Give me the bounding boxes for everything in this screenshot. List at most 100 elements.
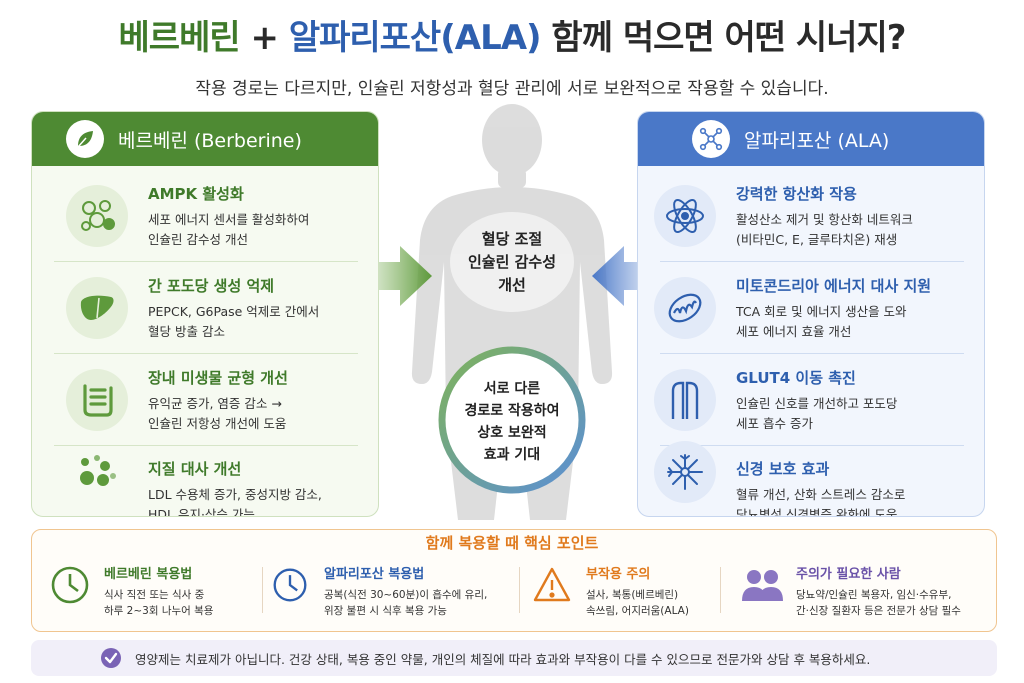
- item-desc-line: 인슐린 저항성 개선에 도움: [148, 415, 287, 431]
- mitochondria-icon: [654, 277, 716, 339]
- cell-title: 주의가 필요한 사람: [796, 567, 901, 582]
- item-title: 간 포도당 생성 억제: [148, 276, 275, 295]
- item-title: AMPK 활성화: [148, 184, 244, 203]
- ala-header-text: 알파리포산 (ALA): [744, 129, 890, 152]
- ring-line-3: 상호 보완적: [477, 425, 547, 441]
- lipid-icon: [66, 441, 128, 503]
- intestine-icon: [66, 369, 128, 431]
- title-plus: +: [239, 18, 289, 58]
- disclaimer-text: 영양제는 치료제가 아닙니다. 건강 상태, 복용 중인 약물, 개인의 체질에…: [135, 651, 871, 667]
- cell-desc-line: 속쓰림, 어지러움(ALA): [586, 605, 689, 617]
- cell-title: 베르베린 복용법: [104, 567, 193, 582]
- key-points-box: [31, 529, 997, 632]
- cell-desc-line: 식사 직전 또는 식사 중: [104, 589, 205, 601]
- center-line-3: 개선: [498, 276, 526, 294]
- berberine-panel: 베르베린 (Berberine) AMPK 활성화 세포 에너지 센서를 활성화…: [31, 111, 379, 517]
- cell-desc-line: 하루 2~3회 나누어 복용: [104, 605, 214, 617]
- berberine-panel-header: 베르베린 (Berberine): [32, 112, 378, 166]
- key-points-title: 함께 복용할 때 핵심 포인트: [425, 534, 599, 552]
- center-line-2: 인슐린 감수성: [467, 253, 557, 271]
- divider: [720, 567, 721, 613]
- center-line-1: 혈당 조절: [481, 230, 543, 248]
- item-desc-line: (비타민C, E, 글루타치온) 재생: [736, 231, 898, 247]
- item-title: 장내 미생물 균형 개선: [148, 368, 288, 387]
- item-desc-line: 활성산소 제거 및 항산화 네트워크: [736, 211, 913, 227]
- item-desc-line: 당뇨병성 신경병증 완화에 도움: [736, 506, 898, 517]
- berberine-header-text: 베르베린 (Berberine): [118, 129, 302, 152]
- leaf-icon: [66, 120, 104, 158]
- ring-line-1: 서로 다른: [483, 381, 541, 397]
- divider: [54, 353, 358, 354]
- item-desc-line: 세포 에너지 센서를 활성화하여: [148, 211, 310, 227]
- item-desc-line: 세포 흡수 증가: [736, 415, 813, 431]
- glut4-icon: [654, 369, 716, 431]
- divider: [660, 353, 964, 354]
- ring-text: 서로 다른 경로로 작용하여 상호 보완적 효과 기대: [444, 378, 580, 466]
- ring-line-4: 효과 기대: [483, 447, 541, 463]
- item-desc-line: TCA 회로 및 에너지 생산을 도와: [736, 303, 907, 319]
- key-point-ala-dosage: 알파리포산 복용법 공복(식전 30~60분)이 흡수에 유리, 위장 불편 시 …: [268, 563, 487, 621]
- item-title: 강력한 항산화 작용: [736, 184, 857, 203]
- cell-desc-line: 간·신장 질환자 등은 전문가 상담 필수: [796, 605, 961, 617]
- page-subtitle: 작용 경로는 다르지만, 인슐린 저항성과 혈당 관리에 서로 보완적으로 작용…: [195, 79, 829, 99]
- divider: [660, 261, 964, 262]
- synergy-ring: [438, 346, 586, 494]
- cell-desc-line: 당뇨약/인슐린 복용자, 임신·수유부,: [796, 589, 952, 601]
- list-item: 장내 미생물 균형 개선 유익균 증가, 염증 감소 →인슐린 저항성 개선에 …: [32, 356, 378, 444]
- item-desc-line: 혈류 개선, 산화 스트레스 감소로: [736, 486, 906, 502]
- item-title: GLUT4 이동 촉진: [736, 368, 856, 387]
- item-desc-line: 인슐린 감수성 개선: [148, 231, 248, 247]
- cell-desc: 설사, 복통(베르베린)속쓰림, 어지러움(ALA): [586, 587, 689, 619]
- clock-icon: [268, 563, 312, 607]
- divider: [54, 445, 358, 446]
- title-question: 함께 먹으면 어떤 시너지?: [540, 18, 906, 58]
- item-desc-line: 혈당 방출 감소: [148, 323, 225, 339]
- list-item: 강력한 항산화 작용 활성산소 제거 및 항산화 네트워크 (비타민C, E, 글…: [638, 172, 984, 260]
- item-desc: LDL 수용체 증가, 중성지방 감소, HDL 유지·상승 가능: [148, 485, 378, 517]
- item-title: 지질 대사 개선: [148, 459, 242, 478]
- item-desc-line: PEPCK, G6Pase 억제로 간에서: [148, 303, 320, 319]
- blue-arrow: [592, 246, 668, 306]
- cell-desc: 공복(식전 30~60분)이 흡수에 유리, 위장 불편 시 식후 복용 가능: [324, 587, 487, 619]
- title-ala: 알파리포산(ALA): [288, 18, 542, 58]
- atom-icon: [654, 185, 716, 247]
- item-desc-line: LDL 수용체 증가, 중성지방 감소,: [148, 486, 322, 502]
- list-item: 지질 대사 개선 LDL 수용체 증가, 중성지방 감소, HDL 유지·상승 가…: [32, 428, 378, 517]
- item-title: 신경 보호 효과: [736, 459, 830, 478]
- neuron-icon: [654, 441, 716, 503]
- liver-icon: [66, 277, 128, 339]
- people-icon: [740, 563, 784, 607]
- cell-desc-line: 위장 불편 시 식후 복용 가능: [324, 605, 447, 617]
- divider: [660, 445, 964, 446]
- item-desc-line: 세포 에너지 효율 개선: [736, 323, 852, 339]
- center-effect-text: 혈당 조절 인슐린 감수성 개선: [440, 228, 584, 297]
- disclaimer-note: 영양제는 치료제가 아닙니다. 건강 상태, 복용 중인 약물, 개인의 체질에…: [31, 640, 997, 676]
- item-desc-line: HDL 유지·상승 가능: [148, 506, 255, 517]
- key-point-side-effects: 부작용 주의 설사, 복통(베르베린)속쓰림, 어지러움(ALA): [530, 563, 689, 621]
- ala-panel-header: 알파리포산 (ALA): [638, 112, 984, 166]
- cells-icon: [66, 185, 128, 247]
- divider: [262, 567, 263, 613]
- green-arrow: [350, 246, 432, 306]
- item-desc: 유익균 증가, 염증 감소 →인슐린 저항성 개선에 도움: [148, 394, 378, 434]
- cell-desc-line: 공복(식전 30~60분)이 흡수에 유리,: [324, 589, 488, 601]
- ring-line-2: 경로로 작용하여: [464, 403, 560, 419]
- cell-title: 알파리포산 복용법: [324, 567, 425, 582]
- title-berberine: 베르베린: [118, 18, 241, 58]
- ala-panel: 알파리포산 (ALA) 강력한 항산화 작용 활성산소 제거 및 항산화 네트워…: [637, 111, 985, 517]
- chest-highlight: [450, 212, 574, 312]
- cell-title: 부작용 주의: [586, 567, 651, 582]
- key-point-caution-people: 주의가 필요한 사람 당뇨약/인슐린 복용자, 임신·수유부, 간·신장 질환자 …: [740, 563, 961, 621]
